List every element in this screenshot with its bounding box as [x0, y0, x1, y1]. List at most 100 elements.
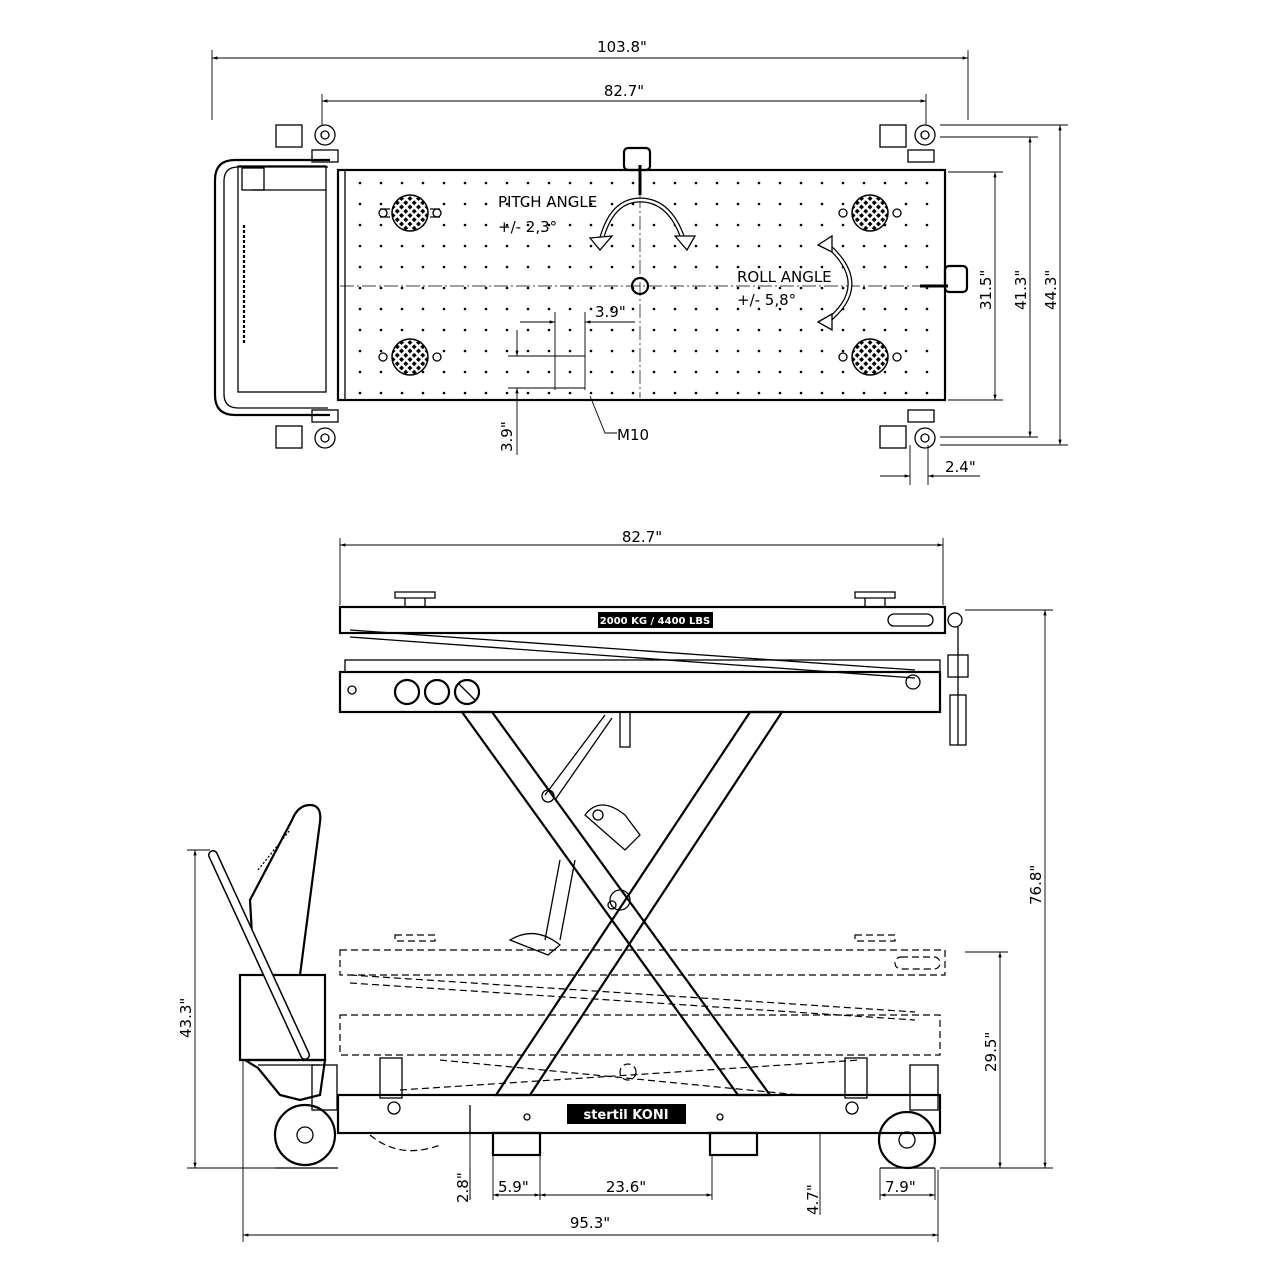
grid-hole — [757, 244, 761, 248]
dim-handle-height: 43.3" — [177, 849, 280, 1169]
grid-hole — [799, 286, 803, 290]
grid-hole — [694, 244, 698, 248]
grid-hole — [841, 370, 845, 374]
grid-hole — [820, 265, 824, 269]
grid-hole — [505, 349, 509, 353]
dim-text: 31.5" — [977, 270, 995, 310]
grid-hole — [736, 307, 740, 311]
grid-hole — [820, 223, 824, 227]
grid-hole — [631, 328, 635, 332]
grid-hole — [673, 370, 677, 374]
grid-hole — [799, 370, 803, 374]
grid-hole — [463, 202, 467, 206]
grid-hole — [547, 370, 551, 374]
grid-hole — [484, 349, 488, 353]
dim-foot-spacing: 23.6" — [606, 1178, 646, 1196]
grid-hole — [505, 244, 509, 248]
grid-hole — [547, 223, 551, 227]
grid-hole — [505, 328, 509, 332]
grid-hole — [610, 370, 614, 374]
grid-hole — [400, 307, 404, 311]
dim-text: 29.5" — [982, 1032, 1000, 1072]
grid-hole — [358, 202, 362, 206]
grid-hole — [610, 349, 614, 353]
grid-hole — [547, 391, 551, 395]
grid-hole — [925, 370, 929, 374]
grid-hole — [778, 181, 782, 185]
grid-hole — [505, 286, 509, 290]
grid-hole — [925, 307, 929, 311]
grid-hole — [652, 181, 656, 185]
grid-hole — [589, 286, 593, 290]
dim-hole-pitch-y: 3.9" — [498, 330, 585, 455]
handle — [213, 158, 330, 417]
grid-hole — [757, 286, 761, 290]
grid-hole — [925, 223, 929, 227]
top-view: 103.8" 82.7" — [211, 38, 1068, 485]
grid-hole — [589, 223, 593, 227]
grid-hole — [484, 202, 488, 206]
grid-hole — [862, 391, 866, 395]
side-view: 82.7" 2000 KG / 4400 LBS — [177, 528, 1053, 1242]
lift-pads — [378, 194, 902, 376]
grid-hole — [631, 307, 635, 311]
grid-hole — [526, 391, 530, 395]
grid-hole — [694, 286, 698, 290]
grid-hole — [505, 307, 509, 311]
dim-side-platform-length: 82.7" — [339, 528, 944, 605]
grid-hole — [694, 181, 698, 185]
grid-hole — [925, 181, 929, 185]
grid-hole — [841, 202, 845, 206]
grid-hole — [673, 244, 677, 248]
grid-hole — [799, 202, 803, 206]
grid-hole — [652, 391, 656, 395]
grid-hole — [589, 328, 593, 332]
grid-hole — [883, 307, 887, 311]
grid-hole — [778, 202, 782, 206]
grid-hole — [799, 391, 803, 395]
grid-hole — [631, 181, 635, 185]
center-hole — [630, 276, 650, 296]
roll-lock — [943, 264, 969, 294]
grid-hole — [883, 370, 887, 374]
grid-hole — [778, 370, 782, 374]
grid-hole — [778, 328, 782, 332]
grid-hole — [505, 223, 509, 227]
grid-hole — [358, 223, 362, 227]
dim-overall-width: 44.3" — [940, 124, 1068, 446]
grid-hole — [883, 391, 887, 395]
dim-bottom: 2.8" 5.9" 23.6" 4.7" 7.9" 95.3" — [242, 1060, 939, 1242]
platform-raised: 2000 KG / 4400 LBS — [338, 591, 969, 748]
grid-hole — [694, 202, 698, 206]
thread-label: M10 — [617, 426, 649, 444]
grid-hole — [799, 349, 803, 353]
dim-text: 103.8" — [597, 38, 647, 56]
grid-hole — [568, 244, 572, 248]
grid-hole — [610, 328, 614, 332]
capacity-plate — [598, 612, 713, 628]
grid-hole — [736, 286, 740, 290]
grid-hole — [379, 328, 383, 332]
grid-hole — [694, 370, 698, 374]
grid-hole — [757, 265, 761, 269]
grid-hole — [568, 391, 572, 395]
grid-hole — [610, 223, 614, 227]
grid-hole — [484, 370, 488, 374]
grid-hole — [484, 244, 488, 248]
grid-hole — [358, 349, 362, 353]
pump-unit — [238, 803, 327, 1102]
grid-hole — [463, 328, 467, 332]
grid-hole — [484, 307, 488, 311]
grid-hole — [820, 349, 824, 353]
grid-hole — [736, 370, 740, 374]
grid-hole — [526, 181, 530, 185]
grid-hole — [904, 181, 908, 185]
grid-hole — [421, 265, 425, 269]
grid-hole — [904, 286, 908, 290]
grid-hole — [694, 328, 698, 332]
grid-hole — [883, 244, 887, 248]
grid-hole — [673, 307, 677, 311]
dim-text: 82.7" — [604, 82, 644, 100]
grid-hole — [442, 181, 446, 185]
